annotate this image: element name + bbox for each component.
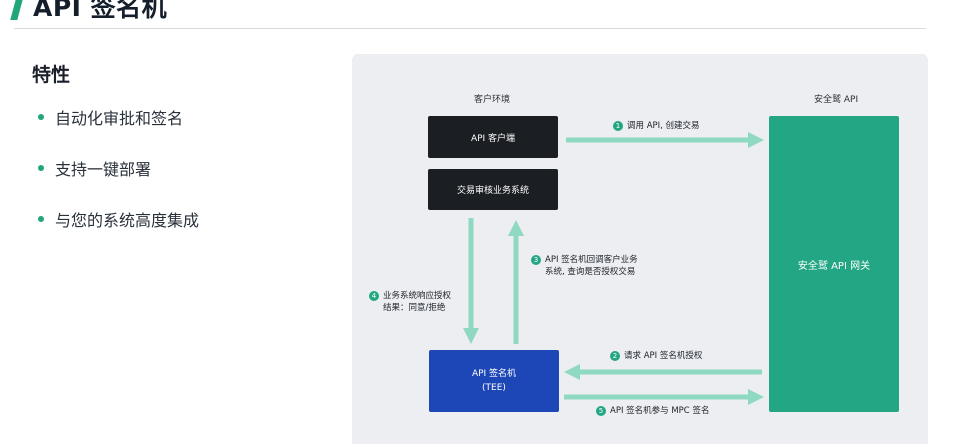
step-5-label: 5 API 签名机参与 MPC 签名 xyxy=(596,405,709,417)
flow-arrows xyxy=(463,132,764,405)
arrow-callback-query xyxy=(508,220,524,344)
gateway-box: 安全鹫 API 网关 xyxy=(769,116,899,412)
zone-label-gateway: 安全鹫 API xyxy=(814,95,859,105)
feature-label: 与您的系统高度集成 xyxy=(55,211,200,230)
bullet-icon xyxy=(38,216,44,222)
step-text-line: 结果：同意/拒绝 xyxy=(383,303,446,313)
arrow-authorization-result xyxy=(463,218,479,344)
step-1-label: 1 调用 API, 创建交易 xyxy=(613,120,700,132)
step-4-label: 4 业务系统响应授权 结果：同意/拒绝 xyxy=(369,290,451,314)
step-2-label: 2 请求 API 签名机授权 xyxy=(610,350,702,362)
arrow-request-authorization xyxy=(564,364,762,380)
step-text: 业务系统响应授权 结果：同意/拒绝 xyxy=(383,290,451,314)
step-text-line: 业务系统响应授权 xyxy=(383,291,452,301)
api-signer-box: API 签名机 (TEE) xyxy=(429,350,559,412)
step-text: API 签名机参与 MPC 签名 xyxy=(610,406,710,416)
step-number-badge: 2 xyxy=(610,351,620,361)
title-accent-bar xyxy=(10,0,25,20)
step-text: 调用 API, 创建交易 xyxy=(627,121,700,131)
step-number-badge: 4 xyxy=(369,291,379,301)
feature-item: 支持一键部署 xyxy=(38,157,199,179)
features-title: 特性 xyxy=(32,64,71,86)
title-divider xyxy=(14,28,926,29)
bullet-icon xyxy=(38,114,44,120)
features-list: 自动化审批和签名 支持一键部署 与您的系统高度集成 xyxy=(38,106,199,259)
step-number-badge: 1 xyxy=(613,121,623,131)
review-system-box: 交易审核业务系统 xyxy=(428,169,558,210)
step-text-line: API 签名机回调客户业务 xyxy=(545,255,638,265)
step-text-line: 系统, 查询是否授权交易 xyxy=(545,267,636,277)
feature-label: 自动化审批和签名 xyxy=(55,109,184,128)
api-client-box: API 客户端 xyxy=(428,116,558,158)
architecture-diagram: 客户环境 安全鹫 API API 客户端 交易审核业务系统 API 签名机 (T… xyxy=(352,54,928,444)
arrow-create-transaction xyxy=(566,132,764,148)
step-text: 请求 API 签名机授权 xyxy=(624,351,703,361)
feature-label: 支持一键部署 xyxy=(55,160,152,179)
step-number-badge: 5 xyxy=(596,406,606,416)
header: API 签名机 xyxy=(10,0,168,26)
feature-item: 自动化审批和签名 xyxy=(38,106,199,128)
step-number-badge: 3 xyxy=(531,255,541,265)
arrow-mpc-sign xyxy=(564,389,764,405)
feature-item: 与您的系统高度集成 xyxy=(38,208,199,230)
signer-subtitle: (TEE) xyxy=(482,383,506,393)
step-3-label: 3 API 签名机回调客户业务 系统, 查询是否授权交易 xyxy=(531,254,638,278)
step-text: API 签名机回调客户业务 系统, 查询是否授权交易 xyxy=(545,254,638,278)
zone-label-customer: 客户环境 xyxy=(474,95,511,105)
signer-title: API 签名机 xyxy=(471,369,517,379)
bullet-icon xyxy=(38,165,44,171)
page-title: API 签名机 xyxy=(33,0,168,22)
